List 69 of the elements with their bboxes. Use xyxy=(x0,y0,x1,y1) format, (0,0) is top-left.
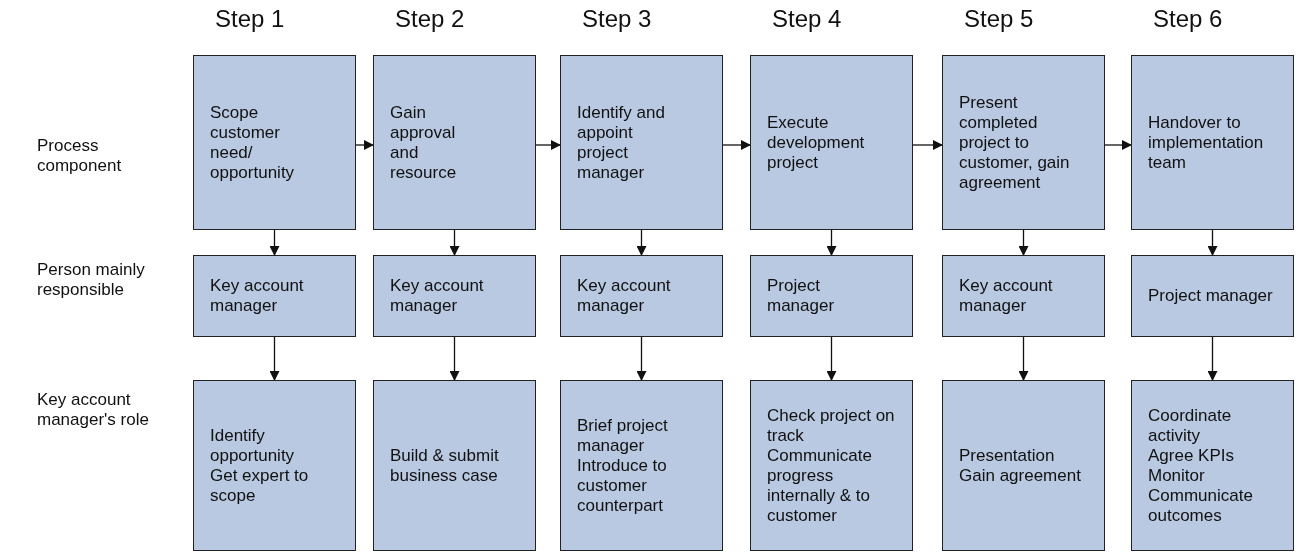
process-box xyxy=(373,55,536,230)
arrow xyxy=(636,336,647,381)
box-text: Introduce to customer counterpart xyxy=(577,455,668,516)
box-text: Handover to implementation team xyxy=(1148,112,1265,173)
arrow xyxy=(1207,229,1218,256)
arrow xyxy=(1018,336,1029,381)
process-box xyxy=(560,380,723,551)
box-text: Communicate progress internally & to customer xyxy=(767,445,873,526)
arrow xyxy=(826,229,837,256)
process-box xyxy=(942,55,1105,230)
box-text: Key account manager xyxy=(210,276,305,316)
process-box xyxy=(750,255,913,337)
box-text: Presentation xyxy=(959,445,1056,466)
box-text: Gain agreement xyxy=(959,465,1082,486)
arrow xyxy=(1104,140,1132,150)
process-box xyxy=(1131,380,1294,551)
box-text: Key account manager xyxy=(959,276,1054,316)
arrow xyxy=(535,140,561,150)
arrow xyxy=(826,336,837,381)
box-text: Brief project manager xyxy=(577,415,669,456)
box-text: Scope customer need/ opportunity xyxy=(210,102,296,183)
process-box xyxy=(193,55,356,230)
box-text: Identify opportunity xyxy=(210,425,296,466)
process-box xyxy=(560,255,723,337)
column-heading: Step 6 xyxy=(1153,4,1224,34)
box-text: Present completed project to customer, gain agreement xyxy=(959,92,1071,193)
process-box xyxy=(1131,55,1294,230)
box-text: Agree KPIs xyxy=(1148,445,1235,466)
column-heading: Step 2 xyxy=(395,4,466,34)
process-box xyxy=(560,55,723,230)
box-text: Gain approval and resource xyxy=(390,102,458,183)
row-heading: Person mainly responsible xyxy=(37,260,146,300)
column-heading: Step 1 xyxy=(215,4,286,34)
box-text: Key account manager xyxy=(577,276,672,316)
process-box xyxy=(193,380,356,551)
arrow xyxy=(449,336,460,381)
process-box xyxy=(373,380,536,551)
row-heading: Process component xyxy=(37,136,123,176)
row-heading: Key account manager's role xyxy=(37,390,150,430)
column-heading: Step 5 xyxy=(964,4,1035,34)
box-text: Build & submit business case xyxy=(390,445,500,486)
process-box xyxy=(750,380,913,551)
arrow xyxy=(449,229,460,256)
box-text: Identify and appoint project manager xyxy=(577,102,666,183)
box-text: Project manager xyxy=(1148,286,1274,306)
arrow xyxy=(722,140,751,150)
process-box xyxy=(193,255,356,337)
process-box xyxy=(373,255,536,337)
column-heading: Step 4 xyxy=(772,4,843,34)
box-text: Check project on track xyxy=(767,405,896,446)
box-text: Project manager xyxy=(767,276,836,316)
arrow xyxy=(912,140,943,150)
box-text: Key account manager xyxy=(390,276,485,316)
process-box xyxy=(942,255,1105,337)
box-text: Communicate outcomes xyxy=(1148,485,1254,526)
column-heading: Step 3 xyxy=(582,4,653,34)
process-box xyxy=(750,55,913,230)
process-box xyxy=(942,380,1105,551)
arrow xyxy=(636,229,647,256)
box-text: Execute development project xyxy=(767,112,866,173)
box-text: Monitor xyxy=(1148,465,1206,486)
arrow xyxy=(269,336,280,381)
arrow xyxy=(355,140,374,150)
box-text: Get expert to scope xyxy=(210,465,310,506)
arrow xyxy=(1018,229,1029,256)
box-text: Coordinate activity xyxy=(1148,405,1233,446)
arrow xyxy=(1207,336,1218,381)
process-box xyxy=(1131,255,1294,337)
arrow xyxy=(269,229,280,256)
